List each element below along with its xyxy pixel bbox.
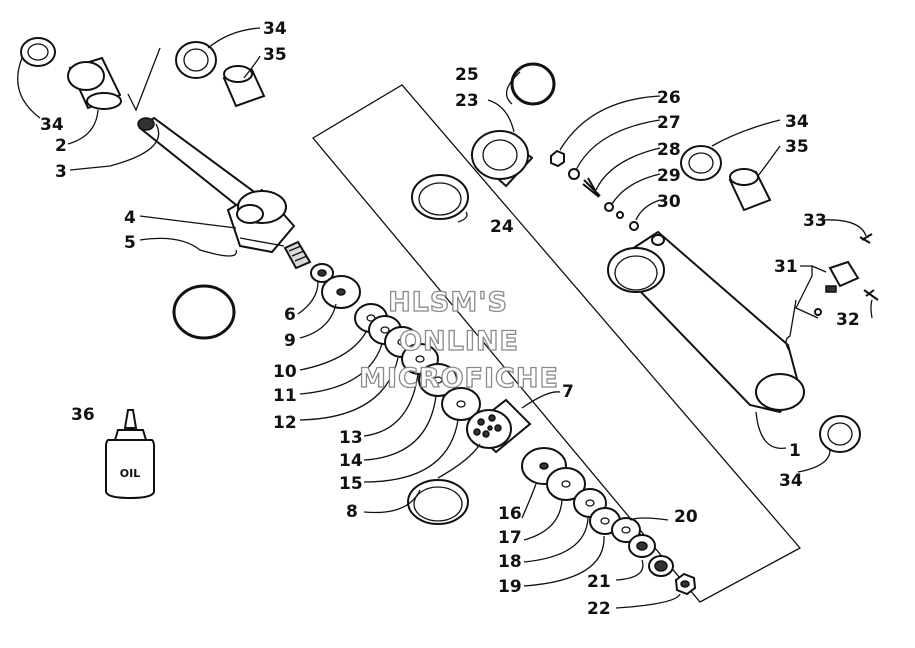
assembly-group-frame — [312, 84, 802, 603]
callout-24: 24 — [490, 217, 514, 237]
callout-11: 11 — [273, 386, 297, 406]
callout-16: 16 — [498, 504, 522, 524]
callout-10: 10 — [273, 362, 297, 382]
leader-lines — [17, 27, 873, 609]
spacer-35-right — [728, 168, 772, 212]
oil-bottle-label: OIL — [120, 467, 140, 480]
callout-34-right: 34 — [785, 112, 809, 132]
callout-19: 19 — [498, 577, 522, 597]
watermark-line-2: ONLINE — [399, 326, 519, 357]
callout-36: 36 — [71, 405, 95, 425]
callout-6: 6 — [284, 305, 296, 325]
callout-31: 31 — [774, 257, 798, 277]
shim-20 — [611, 517, 641, 543]
callout-26: 26 — [657, 88, 681, 108]
callout-9: 9 — [284, 331, 296, 351]
washer-21 — [628, 534, 656, 558]
valve-assembly-31 — [814, 233, 879, 316]
callout-34-top: 34 — [263, 19, 287, 39]
callout-13: 13 — [339, 428, 363, 448]
callout-22: 22 — [587, 599, 611, 619]
callout-2: 2 — [55, 136, 67, 156]
callout-34-left: 34 — [40, 115, 64, 135]
callout-5: 5 — [124, 233, 136, 253]
callout-29: 29 — [657, 166, 681, 186]
rod-eye — [67, 56, 122, 110]
shim-17 — [546, 467, 586, 501]
piston-7 — [466, 398, 532, 454]
ring-24 — [411, 174, 469, 220]
callout-4: 4 — [124, 208, 136, 228]
callout-20: 20 — [674, 507, 698, 527]
rod-threaded-end — [283, 240, 312, 270]
bushing-34-top — [175, 41, 217, 79]
callout-18: 18 — [498, 552, 522, 572]
bearing-head — [226, 188, 296, 254]
callout-8: 8 — [346, 502, 358, 522]
watermark-line-1: HLSM'S — [388, 287, 508, 318]
watermark: HLSM'S ONLINE MICROFICHE — [358, 286, 559, 394]
callout-35-right: 35 — [785, 137, 809, 157]
callout-labels: 34 35 34 2 3 4 5 6 9 10 11 12 13 14 15 8… — [40, 19, 860, 619]
callout-12: 12 — [273, 413, 297, 433]
reservoir-cap-23 — [470, 130, 534, 188]
nut-22 — [674, 572, 697, 596]
callout-34-lower-right: 34 — [779, 471, 803, 491]
o-ring-25 — [510, 62, 556, 106]
callout-25: 25 — [455, 65, 479, 85]
callout-23: 23 — [455, 91, 479, 111]
piston-ring-8 — [407, 479, 469, 525]
oil-bottle: OIL — [105, 409, 155, 500]
callout-7: 7 — [562, 382, 574, 402]
callout-32: 32 — [836, 310, 860, 330]
callout-33: 33 — [803, 211, 827, 231]
washer-9 — [321, 275, 361, 309]
callout-21: 21 — [587, 572, 611, 592]
callout-30: 30 — [657, 192, 681, 212]
callout-14: 14 — [339, 451, 363, 471]
washer-6 — [310, 263, 334, 283]
watermark-line-3: MICROFICHE — [359, 363, 559, 394]
o-ring-5 — [172, 284, 236, 340]
spacer-35-top — [222, 65, 266, 108]
bushing-upper-left — [20, 37, 56, 67]
callout-27: 27 — [657, 113, 681, 133]
callout-1: 1 — [789, 441, 801, 461]
callout-3: 3 — [55, 162, 67, 182]
callout-15: 15 — [339, 474, 363, 494]
bushing-34-lower-right — [819, 415, 861, 453]
bushing-34-right — [680, 145, 722, 181]
callout-35-top: 35 — [263, 45, 287, 65]
small-parts-26-30 — [550, 149, 639, 231]
callout-17: 17 — [498, 528, 522, 548]
shock-body-cylinder — [607, 230, 805, 414]
callout-28: 28 — [657, 140, 681, 160]
shim-14 — [418, 363, 458, 397]
shim-15 — [441, 387, 481, 421]
washer-21b — [648, 555, 674, 577]
